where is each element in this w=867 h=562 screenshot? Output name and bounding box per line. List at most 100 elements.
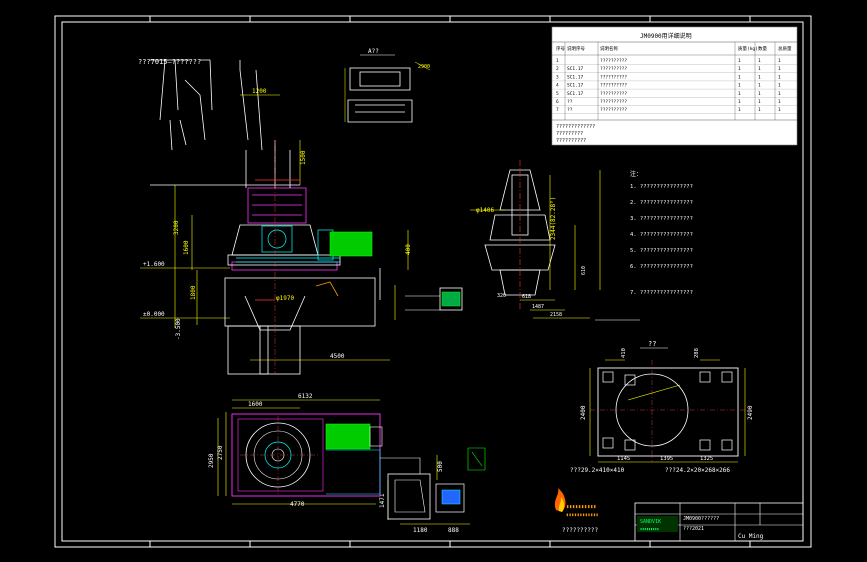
dim-1800: 1800 [190,285,197,300]
logo: ▮▮▮▮▮▮▮▮▮▮ ▮▮▮▮▮▮▮▮▮▮▮▮ ?????????? [554,488,599,534]
table-header-cell: 说明名称 [600,45,618,52]
table-cell: 1 [758,66,761,72]
tech-note-4: 4. ???????????????? [630,232,693,238]
dim-1325: 1325 [700,456,713,462]
parts-table: JM0900用详细说明 序号说明序号说明名称质量(kg)数量总质量1??????… [551,26,798,146]
aux-motor-elevation [405,287,463,311]
side-view: φ1406 2344(82.28°) 618 1487 2158 320 610 [470,160,640,321]
dim-618: 618 [522,294,531,300]
elevation-view: 1200 1500 3200 1600 1800 400 +1.600 ±0.0… [140,88,463,375]
foundation-plan: 2400 2490 410 288 1145 1395 1325 ???29.2… [570,348,754,474]
table-cell: SC1.17 [567,74,584,80]
table-cell: 3 [556,74,559,80]
dim-400: 400 [405,244,412,255]
table-cell: 1 [738,83,741,89]
motor-green [329,231,373,257]
table-cell: 1 [556,58,559,64]
dim-1145: 1145 [617,456,630,462]
table-header-cell: 数量 [758,45,767,52]
table-header-cell: 质量(kg) [738,45,758,52]
parts-table-title: JM0900用详细说明 [640,32,692,40]
table-cell: 1 [758,83,761,89]
table-cell: 7 [556,107,559,113]
sheet-frame-inner [61,21,804,542]
table-header-cell: 序号 [556,45,565,52]
footer-text: ?????????? [562,527,599,534]
dim-2490: 2490 [747,405,754,420]
title-block-logo: SANDVIK [640,519,661,525]
table-cell: 5 [556,91,559,97]
table-cell: SC1.17 [567,91,584,97]
tech-notes: 注： 1. ???????????????? 2. ??????????????… [630,170,693,296]
dim-2900: 2900 [418,64,430,70]
top-coord-label: ???7015—??????? [138,58,201,66]
plan-view: 6132 1600 2950 2750 4770 1471 1180 888 5… [208,393,486,534]
table-cell: ?????????? [600,74,627,80]
table-cell: 1 [738,74,741,80]
table-cell: SC1.17 [567,83,584,89]
frame-ticks [149,16,751,547]
view-b-label: ?? [648,340,656,348]
table-cell: 1 [738,66,741,72]
table-cell: SC1.17 [567,66,584,72]
dim-1180: 1180 [413,527,428,534]
table-note-1: ????????????? [556,124,595,130]
dim-2950: 2950 [208,453,215,468]
dim-2344: 2344(82.28°) [550,197,557,240]
view-a-label: A?? [368,48,379,55]
table-cell: 1 [738,99,741,105]
table-cell: 1 [758,99,761,105]
dim-1200: 1200 [252,88,267,95]
dim-288: 288 [694,348,700,358]
table-cell: 4 [556,83,559,89]
dim-320: 320 [497,293,506,299]
table-cell: 1 [758,107,761,113]
logo-sub: ▮▮▮▮▮▮▮▮▮▮▮▮ [566,513,599,518]
dim-2750: 2750 [217,445,224,460]
dim-1487: 1487 [532,304,544,310]
logo-name: ▮▮▮▮▮▮▮▮▮▮ [566,504,596,510]
dim-2158: 2158 [550,312,562,318]
dim-500: 500 [437,461,444,472]
elev-0: ±0.000 [143,311,165,318]
table-cell: 1 [778,83,781,89]
dim-1500: 1500 [300,150,307,165]
table-cell: 1 [778,74,781,80]
table-note-3: ?????????? [556,138,586,144]
table-cell: ?????????? [600,83,627,89]
title-block-date: ???2021 [683,526,704,532]
tech-note-1: 1. ???????????????? [630,184,693,190]
table-cell: 1 [758,91,761,97]
table-header-cell: 总质量 [778,45,792,52]
table-cell: 1 [758,74,761,80]
dim-410: 410 [621,348,627,358]
feed-chute-top [150,59,263,151]
dim-1600: 1600 [183,240,190,255]
table-cell: 1 [778,66,781,72]
title-block: SANDVIK ▮▮▮▮▮▮▮▮▮ JM0900?????? ???2021 C… [634,502,804,542]
dim-4500: 4500 [330,353,345,360]
table-cell: 1 [738,58,741,64]
tech-note-6: 6. ???????????????? [630,264,693,270]
table-cell: 1 [778,107,781,113]
table-cell: 1 [758,58,761,64]
dim-3200: 3200 [173,220,180,235]
dim-4770: 4770 [290,501,305,508]
table-cell: ?????????? [600,58,627,64]
table-cell: 1 [738,91,741,97]
table-cell: 1 [738,107,741,113]
tech-note-7: 7. ???????????????? [630,290,693,296]
table-cell: ?????????? [600,107,627,113]
dim-2400: 2400 [580,405,587,420]
table-cell: 2 [556,66,559,72]
dim-1395: 1395 [660,456,673,462]
dim-1471: 1471 [379,493,386,508]
title-block-drawer: Cu Ming [738,533,764,540]
dim-6132: 6132 [298,393,313,400]
elev-3500: -3.500 [175,318,182,340]
table-cell: ?? [567,107,573,113]
table-cell: 1 [778,99,781,105]
tech-note-3: 3. ???????????????? [630,216,693,222]
table-cell: ?? [567,99,573,105]
